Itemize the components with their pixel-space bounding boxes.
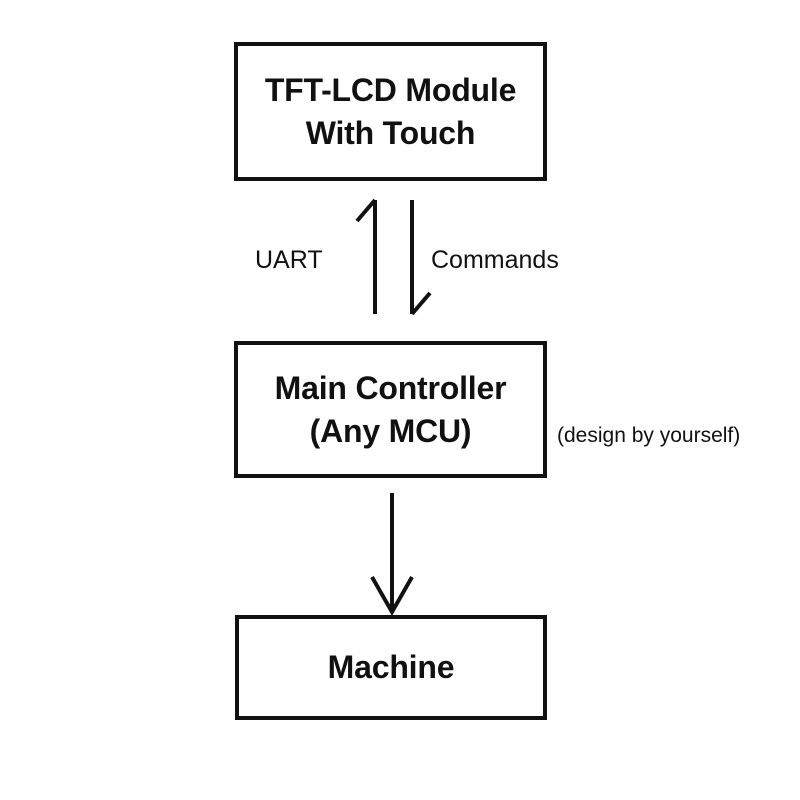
edge-label-uart: UART xyxy=(255,246,323,274)
annotation-design-by-yourself: (design by yourself) xyxy=(557,424,741,447)
edge-label-commands: Commands xyxy=(431,246,559,274)
node-machine[interactable]: Machine xyxy=(235,615,547,720)
node-main-controller-line-2: (Any MCU) xyxy=(309,412,472,449)
edge-arrow-controller-to-machine xyxy=(370,493,414,617)
node-tft-lcd-line-1: TFT-LCD Module xyxy=(264,71,517,108)
edge-arrow-commands-down xyxy=(410,200,432,316)
node-machine-line-1: Machine xyxy=(327,649,455,685)
edge-arrow-uart-up xyxy=(355,198,377,314)
node-tft-lcd-line-2: With Touch xyxy=(305,114,476,151)
edge-group-uart-commands xyxy=(355,198,432,316)
node-tft-lcd-module[interactable]: TFT-LCD Module With Touch xyxy=(234,42,547,181)
node-main-controller-line-1: Main Controller xyxy=(274,369,507,406)
node-main-controller[interactable]: Main Controller (Any MCU) xyxy=(234,341,547,478)
